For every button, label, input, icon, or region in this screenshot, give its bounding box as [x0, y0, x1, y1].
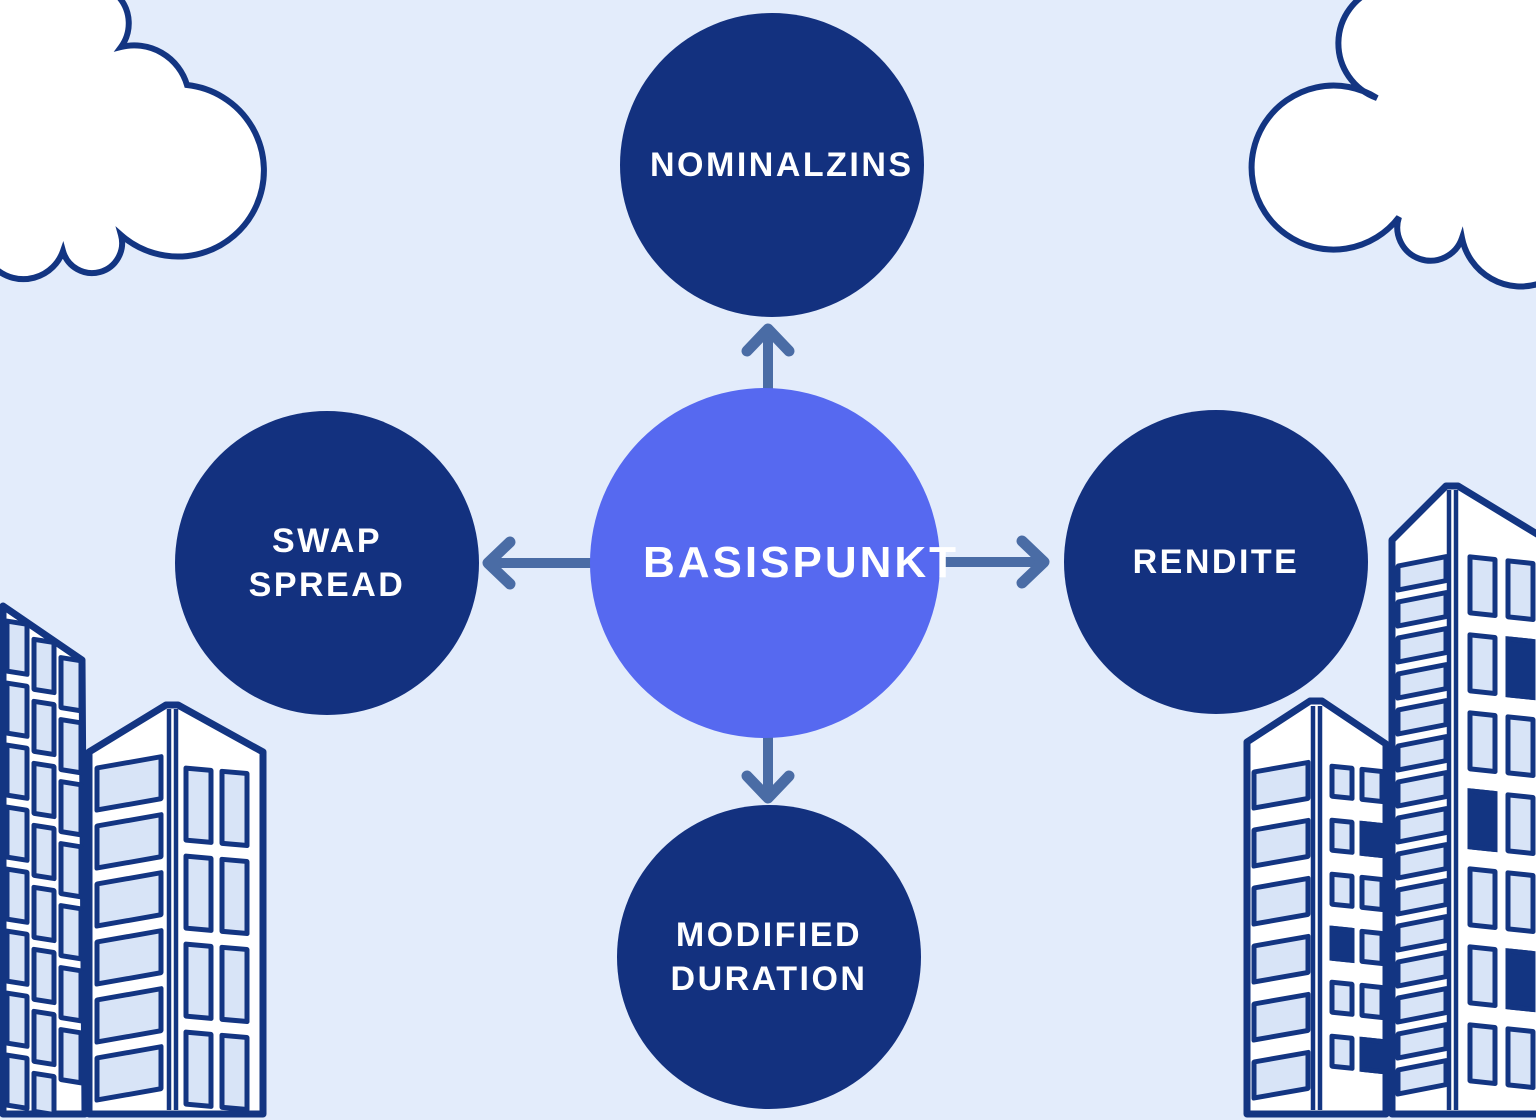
- cloud-top-left-icon: [0, 0, 267, 283]
- node-label: NOMINALZINS: [650, 145, 914, 184]
- cloud-top-right-icon: [1248, 0, 1536, 290]
- node-label: MODIFIED DURATION: [670, 915, 868, 998]
- building-tower: [85, 701, 267, 1118]
- diagram-node-nominalzins: NOMINALZINS: [620, 13, 924, 317]
- node-label: SWAP SPREAD: [248, 521, 406, 604]
- buildings-bottom-left: [0, 602, 267, 1118]
- arrow-right-icon: [935, 535, 1050, 589]
- diagram-node-basispunkt: BASISPUNKT: [590, 388, 960, 738]
- building-tower: [1243, 697, 1390, 1118]
- arrow-left-icon: [482, 536, 595, 590]
- building-tower: [0, 602, 89, 1118]
- diagram-node-modified-duration: MODIFIED DURATION: [617, 805, 921, 1109]
- diagram-node-rendite: RENDITE: [1064, 410, 1368, 714]
- buildings-bottom-right: [1243, 482, 1536, 1118]
- connector-arrows: [482, 323, 1050, 804]
- arrow-up-icon: [741, 323, 795, 395]
- building-tower: [1388, 482, 1536, 1118]
- arrow-down-icon: [741, 731, 795, 804]
- diagram-node-swap-spread: SWAP SPREAD: [175, 411, 479, 715]
- node-label: BASISPUNKT: [643, 538, 960, 587]
- node-label: RENDITE: [1132, 542, 1300, 581]
